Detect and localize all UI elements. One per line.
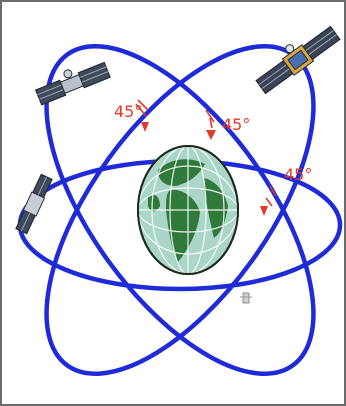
- angle-label: 45°: [284, 165, 312, 184]
- angle-label: 45°: [222, 115, 250, 134]
- angle-label: 45°: [114, 102, 142, 121]
- globe-icon: [138, 146, 238, 274]
